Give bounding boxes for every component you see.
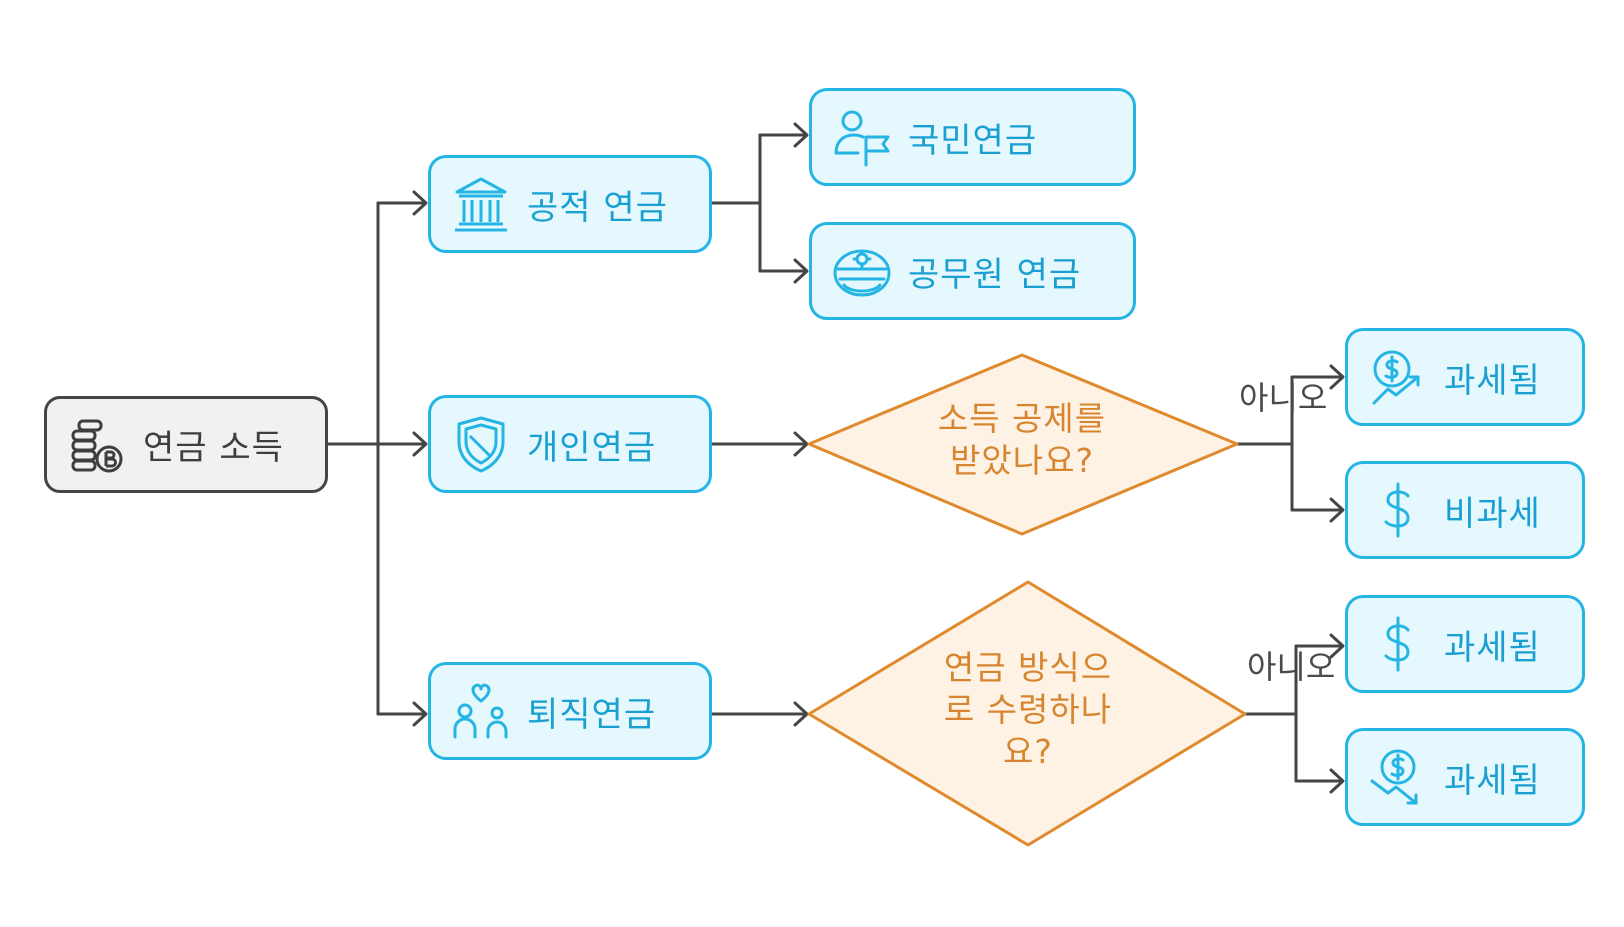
officer-cap-icon — [833, 249, 891, 297]
node-national-pension[interactable]: 국민연금 — [809, 88, 1136, 186]
connector-root-personal — [376, 431, 428, 457]
decision-deduction-line-1: 소득 공제를 — [937, 399, 1107, 438]
connector-public-split — [708, 133, 762, 273]
edge-label-method-no: 아니오 — [1247, 648, 1336, 686]
node-civil-servant-pension[interactable]: 공무원 연금 — [809, 222, 1136, 320]
outcome-method-taxed-a[interactable]: 과세됨 — [1345, 595, 1585, 693]
root-node-label: 연금 소득 — [143, 428, 284, 468]
money-up-icon — [1372, 350, 1420, 405]
bank-building-icon — [455, 177, 507, 232]
connector-public-national — [758, 122, 809, 148]
money-down-icon — [1370, 749, 1418, 805]
connector-deduction-taxed — [1290, 364, 1345, 390]
family-heart-icon — [453, 683, 508, 739]
node-civil-label: 공무원 연금 — [908, 254, 1082, 295]
connector-deduction-untaxed — [1290, 497, 1345, 523]
connector-method-taxed-a — [1294, 633, 1345, 659]
person-flag-icon — [834, 110, 890, 167]
outcome-method-taxed-b-label: 과세됨 — [1444, 760, 1541, 801]
outcome-method-taxed-a-label: 과세됨 — [1444, 627, 1541, 668]
decision-method-line-2: 로 수령하나 — [943, 690, 1113, 729]
branch-personal-pension[interactable]: 개인연금 — [428, 395, 712, 493]
branch-public-pension[interactable]: 공적 연금 — [428, 155, 712, 253]
dollar-icon — [1384, 616, 1410, 672]
outcome-method-taxed-b[interactable]: 과세됨 — [1345, 728, 1585, 826]
decision-deduction-diamond — [807, 353, 1239, 536]
decision-method-line-3: 요? — [1003, 732, 1053, 771]
node-national-label: 국민연금 — [908, 120, 1038, 161]
decision-method-label: 연금 방식으 로 수령하나 요? — [878, 647, 1178, 773]
edge-label-deduction-no: 아니오 — [1239, 379, 1328, 417]
decision-method-diamond — [807, 580, 1247, 847]
branch-retirement-label: 퇴직연금 — [527, 694, 657, 735]
connector-root-public — [376, 190, 428, 216]
outcome-deduction-untaxed-label: 비과세 — [1444, 493, 1541, 534]
connector-personal-decision — [708, 431, 809, 457]
connector-method-taxed-b — [1294, 768, 1345, 794]
branch-personal-label: 개인연금 — [527, 427, 657, 468]
decision-deduction-label: 소득 공제를 받았나요? — [872, 398, 1172, 482]
dollar-icon — [1384, 482, 1410, 538]
outcome-deduction-taxed[interactable]: 과세됨 — [1345, 328, 1585, 426]
coins-stack-icon — [71, 419, 123, 472]
connector-public-civil — [758, 258, 809, 284]
root-node-pension-income[interactable]: 연금 소득 — [44, 396, 328, 493]
decision-method-line-1: 연금 방식으 — [943, 648, 1113, 687]
outcome-deduction-taxed-label: 과세됨 — [1444, 360, 1541, 401]
connector-retirement-decision — [708, 701, 809, 727]
outcome-deduction-untaxed[interactable]: 비과세 — [1345, 461, 1585, 559]
shield-icon — [457, 416, 505, 473]
connector-deduction-split — [1236, 375, 1294, 512]
connector-method-split — [1244, 644, 1298, 783]
decision-deduction-line-2: 받았나요? — [950, 441, 1094, 480]
branch-public-label: 공적 연금 — [527, 187, 668, 228]
connector-root-retirement — [376, 701, 428, 727]
branch-retirement-pension[interactable]: 퇴직연금 — [428, 662, 712, 760]
